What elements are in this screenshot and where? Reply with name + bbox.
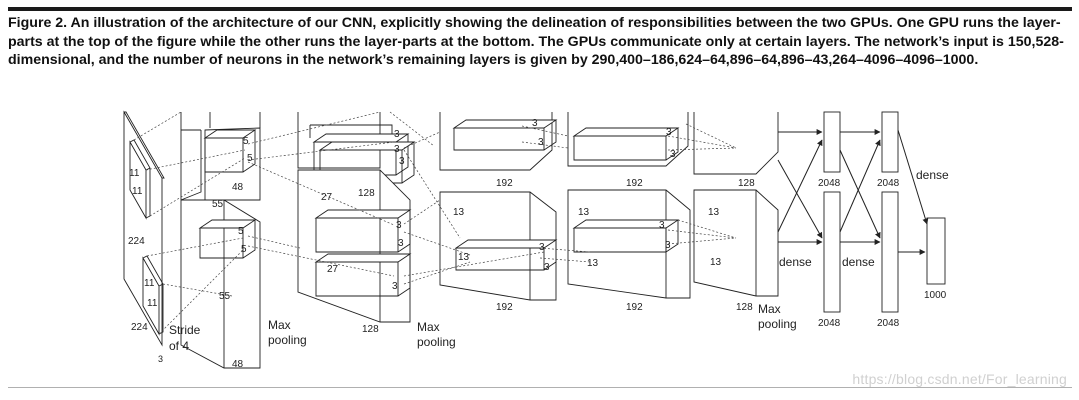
label-maxpool3-a: Max [758, 302, 781, 316]
kernel5-top [203, 129, 257, 173]
label-kernel-11d: 11 [147, 298, 158, 309]
label-conv5-depth-bottom: 128 [736, 302, 753, 313]
label-k3-c2-b3: 3 [392, 281, 398, 292]
label-k5-top-b: 5 [247, 153, 253, 164]
label-input-height: 224 [128, 236, 145, 247]
output-layer [926, 217, 946, 285]
label-k3-c3-t2: 3 [538, 137, 544, 148]
label-fc2-top: 2048 [877, 178, 900, 189]
conv3-bottom [439, 191, 558, 301]
conv3-top [439, 112, 558, 171]
label-input-width: 224 [131, 322, 148, 333]
label-k3-c4-b2: 3 [665, 240, 671, 251]
kernel5-bottom [198, 219, 257, 259]
label-fc2-bottom: 2048 [877, 318, 900, 329]
top-rule [8, 7, 1072, 11]
label-dense-2: dense [842, 255, 875, 269]
label-k3-c2-b2: 3 [398, 238, 404, 249]
label-k5-top-a: 5 [243, 136, 249, 147]
label-k3-c2-t1: 3 [394, 129, 400, 140]
fc1-bottom [823, 191, 841, 313]
bottom-rule [8, 387, 1072, 388]
label-conv1-depth-bottom: 48 [232, 359, 244, 370]
label-conv2-27-bottom: 27 [327, 264, 339, 275]
label-conv4-depth-bottom: 192 [626, 302, 643, 313]
conv5-top [693, 112, 779, 175]
label-maxpool2-a: Max [417, 320, 440, 334]
conv2-bottom [297, 169, 412, 323]
label-maxpool3-b: pooling [758, 317, 797, 331]
label-conv5-13b: 13 [710, 257, 722, 268]
label-maxpool1-a: Max [268, 318, 291, 332]
conv1-top-slab [180, 112, 202, 201]
label-k3-c4-b1: 3 [659, 220, 665, 231]
label-conv4-13: 13 [578, 207, 590, 218]
conv1-top-box [204, 112, 261, 201]
label-stride: Stride [169, 323, 201, 337]
label-conv3-depth-bottom: 192 [496, 302, 513, 313]
label-k3-c2-b1: 3 [396, 220, 402, 231]
label-input-depth: 3 [158, 354, 163, 364]
label-conv5-13: 13 [708, 207, 720, 218]
label-k3-c2-t2: 3 [394, 144, 400, 155]
label-k5-bot-a: 5 [238, 226, 244, 237]
label-conv1-depth: 48 [232, 182, 244, 193]
label-kernel-11b: 11 [132, 186, 143, 197]
label-kernel-11a: 11 [129, 168, 140, 179]
label-k3-c3-t1: 3 [532, 118, 538, 129]
fc2-top [881, 111, 899, 173]
conv5-bottom [693, 189, 779, 297]
label-maxpool2-b: pooling [417, 335, 456, 349]
label-dense-1: dense [779, 255, 812, 269]
projection-lines [133, 111, 737, 335]
label-fc1-bottom: 2048 [818, 318, 841, 329]
label-conv2-depth-top: 128 [358, 188, 375, 199]
label-conv2-depth-bottom: 128 [362, 324, 379, 335]
conv4-top [567, 112, 689, 167]
label-maxpool1-b: pooling [268, 333, 307, 347]
label-stride-of: of 4 [169, 339, 189, 353]
connection-arrows [777, 129, 929, 255]
label-conv4-13b: 13 [587, 258, 599, 269]
label-fc1-top: 2048 [818, 178, 841, 189]
label-k3-c4-t1: 3 [666, 127, 672, 138]
label-conv3-13b: 13 [458, 252, 470, 263]
fc2-bottom [881, 191, 899, 313]
label-kernel-11c: 11 [144, 278, 155, 289]
label-conv5-depth-top: 128 [738, 178, 755, 189]
label-conv1-55b: 55 [219, 291, 231, 302]
fc1-top [823, 111, 841, 173]
label-conv1-55a: 55 [212, 199, 224, 210]
label-output: 1000 [924, 290, 947, 301]
label-conv4-depth-top: 192 [626, 178, 643, 189]
watermark: https://blog.csdn.net/For_learning [852, 371, 1067, 387]
label-k3-c3-b1: 3 [539, 242, 545, 253]
conv4-bottom [567, 189, 691, 299]
label-conv3-13a: 13 [453, 207, 465, 218]
figure-caption: Figure 2. An illustration of the archite… [8, 15, 1064, 68]
label-k5-bot-b: 5 [241, 244, 247, 255]
label-k3-c2-t3: 3 [399, 156, 405, 167]
label-dense-3: dense [916, 168, 949, 182]
label-conv2-27-top: 27 [321, 192, 333, 203]
label-k3-c4-t2: 3 [670, 149, 676, 160]
label-conv3-depth-top: 192 [496, 178, 513, 189]
label-k3-c3-b2: 3 [544, 262, 550, 273]
